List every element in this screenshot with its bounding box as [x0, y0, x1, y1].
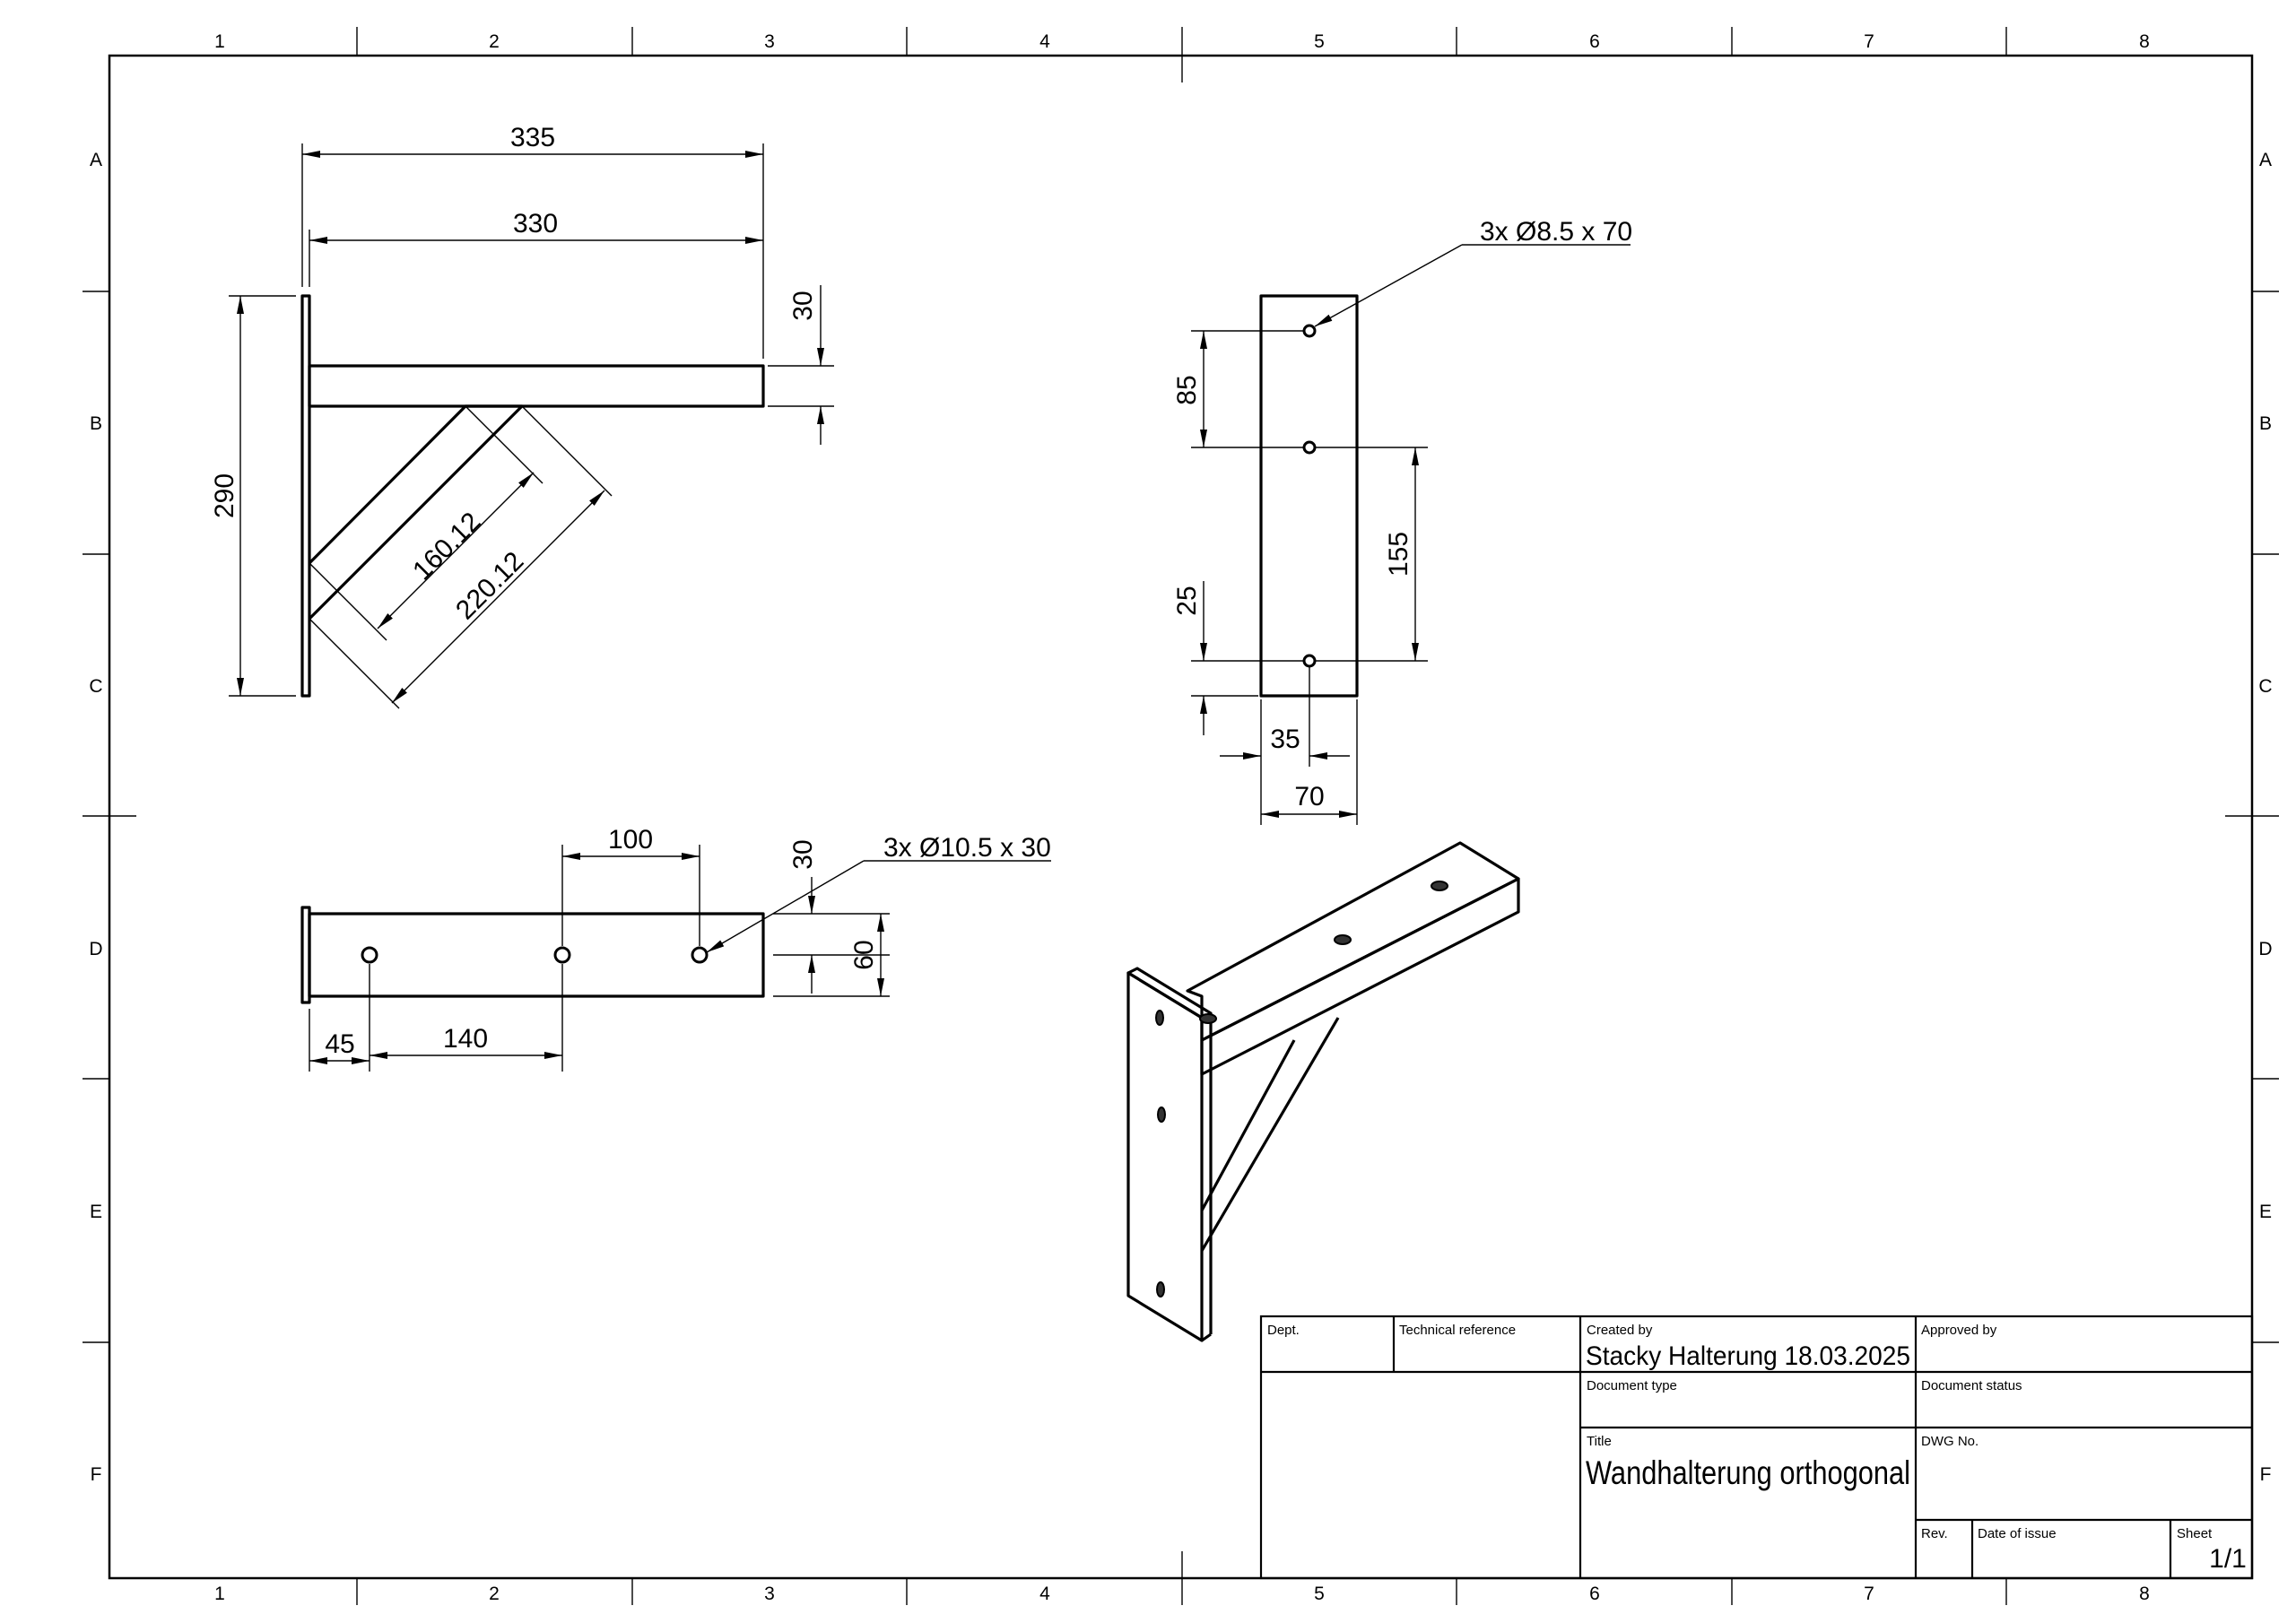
arm-hole-1	[361, 946, 378, 964]
drawing-title: Wandhalterung orthogonal	[1586, 1454, 1910, 1491]
iso-plate-hole-2	[1157, 1107, 1166, 1123]
arm-hole-3	[691, 946, 709, 964]
zone-col-2-bottom: 2	[489, 1584, 500, 1604]
sheet-value: 1/1	[2209, 1544, 2247, 1574]
dim-arm-length: 330	[513, 209, 558, 239]
zone-col-7-bottom: 7	[1864, 1584, 1874, 1604]
zone-row-d-left: D	[89, 939, 102, 959]
top-view: 3x Ø10.5 x 30 100 30 60 45 140	[300, 825, 1051, 1072]
top-view-geometry	[300, 906, 765, 1004]
iso-arm-hole-1	[1431, 881, 1448, 891]
dim-wall-hole-callout: 3x Ø8.5 x 70	[1480, 217, 1632, 247]
zone-col-5-bottom: 5	[1314, 1584, 1325, 1604]
dim-hole-pitch-left: 140	[443, 1024, 488, 1054]
dim-top-offset: 85	[1172, 375, 1202, 404]
doc-status-label: Document status	[1921, 1378, 2022, 1393]
dim-arm-width: 60	[849, 940, 879, 969]
dim-hole-y: 30	[788, 839, 818, 869]
sheet-label: Sheet	[2177, 1526, 2213, 1541]
wall-plate-hole-3	[1302, 654, 1317, 668]
front-view: 3x Ø8.5 x 70 85 155 25 35 70	[1172, 217, 1632, 825]
side-view-dimension-lines	[229, 143, 834, 709]
sheet-frame	[83, 27, 2279, 1605]
zone-col-1-bottom: 1	[214, 1584, 225, 1604]
front-view-dimension-texts: 3x Ø8.5 x 70 85 155 25 35 70	[1172, 217, 1632, 812]
isometric-geometry	[1126, 841, 1520, 1342]
zone-col-3-top: 3	[764, 31, 775, 52]
zone-col-4-bottom: 4	[1039, 1584, 1050, 1604]
wall-plate-holes	[1302, 324, 1317, 668]
dim-hole-pitch-right: 100	[608, 825, 653, 855]
rev-label: Rev.	[1921, 1526, 1948, 1541]
dim-brace-inner: 160.12	[407, 507, 486, 586]
top-view-dimension-texts: 3x Ø10.5 x 30 100 30 60 45 140	[325, 825, 1050, 1059]
front-view-dimension-lines	[1191, 244, 1631, 825]
zone-row-f-left: F	[91, 1464, 102, 1485]
side-view-geometry	[300, 294, 765, 698]
iso-plate-hole-1	[1155, 1010, 1164, 1026]
dim-first-hole: 45	[325, 1029, 354, 1059]
zone-col-6-top: 6	[1589, 31, 1600, 52]
wall-plate-hole-1	[1302, 324, 1317, 338]
dim-plate-width: 70	[1294, 782, 1324, 812]
dim-hole-spacing: 155	[1384, 532, 1413, 577]
dim-arm-hole-callout: 3x Ø10.5 x 30	[883, 833, 1051, 863]
isometric-view	[1126, 841, 1520, 1342]
zone-col-5-top: 5	[1314, 31, 1325, 52]
zone-col-3-bottom: 3	[764, 1584, 775, 1604]
zone-col-1-top: 1	[214, 31, 225, 52]
approved-by-label: Approved by	[1921, 1323, 1997, 1338]
dim-brace-outer: 220.12	[450, 546, 529, 625]
date-label: Date of issue	[1978, 1526, 2057, 1541]
zone-row-f-right: F	[2260, 1464, 2272, 1485]
dim-arm-thickness: 30	[788, 291, 818, 320]
iso-plate-hole-3	[1156, 1281, 1165, 1298]
iso-arm-hole-2	[1334, 934, 1352, 945]
tech-ref-label: Technical reference	[1399, 1323, 1516, 1338]
top-view-dimension-lines	[309, 845, 1051, 1072]
title-block-grid	[1259, 1315, 2254, 1580]
zone-row-a-left: A	[90, 150, 102, 170]
zone-row-e-right: E	[2259, 1202, 2272, 1222]
arm-holes	[361, 946, 709, 964]
wall-plate-outline	[1259, 294, 1359, 698]
title-block: Dept. Technical reference Created by App…	[1259, 1315, 2254, 1580]
arm-hole-2	[553, 946, 571, 964]
dept-label: Dept.	[1267, 1323, 1300, 1338]
zone-col-7-top: 7	[1864, 31, 1874, 52]
zone-row-d-right: D	[2258, 939, 2272, 959]
side-view: 335 330 30 290 160.12 220.12	[210, 123, 834, 709]
iso-arm-hole-3	[1199, 1013, 1217, 1024]
zone-col-4-top: 4	[1039, 31, 1050, 52]
doc-type-label: Document type	[1587, 1378, 1677, 1393]
created-by-value: Stacky Halterung 18.03.2025	[1586, 1341, 1910, 1371]
zone-col-8-top: 8	[2139, 31, 2150, 52]
dwg-no-label: DWG No.	[1921, 1434, 1979, 1449]
zone-row-a-right: A	[2259, 150, 2272, 170]
wall-plate-hole-2	[1302, 440, 1317, 455]
dim-plate-height: 290	[210, 473, 239, 518]
isometric-holes	[1155, 881, 1448, 1298]
zone-row-b-right: B	[2259, 413, 2272, 434]
dim-bottom-offset: 25	[1172, 586, 1202, 615]
zone-col-8-bottom: 8	[2139, 1584, 2150, 1604]
zone-row-e-left: E	[90, 1202, 102, 1222]
zone-col-6-bottom: 6	[1589, 1584, 1600, 1604]
dim-hole-x: 35	[1270, 725, 1300, 754]
zone-row-c-left: C	[89, 676, 102, 697]
dim-overall-length: 335	[510, 123, 555, 152]
zone-row-b-left: B	[90, 413, 102, 434]
title-label: Title	[1587, 1434, 1612, 1449]
zone-labels: 1 2 3 4 5 6 7 8 1 2 3 4 5 6 7 8 A B C D …	[89, 31, 2272, 1604]
created-by-label: Created by	[1587, 1323, 1653, 1338]
zone-row-c-right: C	[2258, 676, 2272, 697]
zone-col-2-top: 2	[489, 31, 500, 52]
